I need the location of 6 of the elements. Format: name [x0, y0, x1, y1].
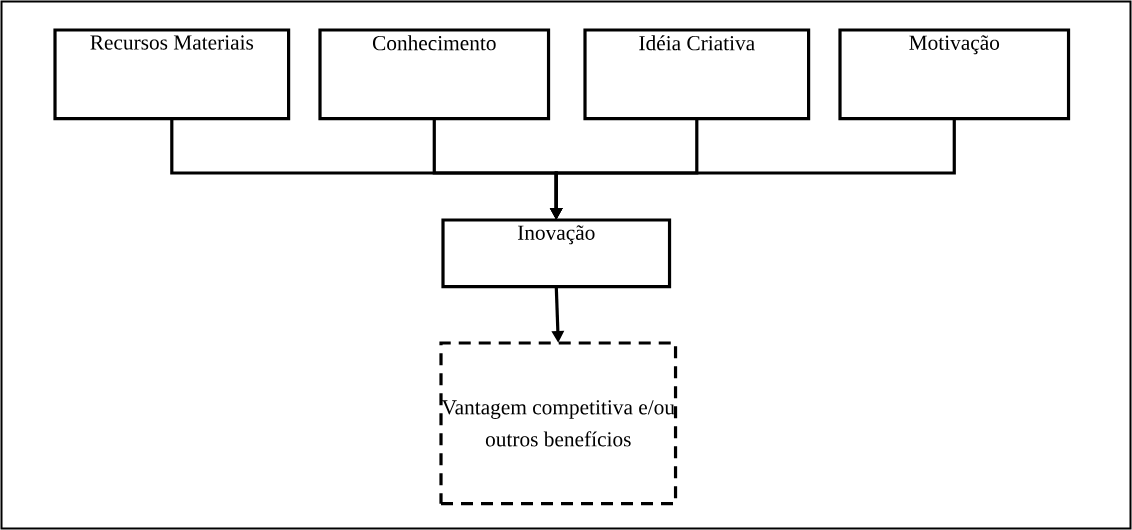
process-box: Motivação [838, 28, 1071, 121]
process-box: Idéia Criativa [583, 28, 811, 121]
process-box: Conhecimento [318, 28, 551, 121]
process-box: Inovação [441, 218, 672, 289]
dashed-box: Vantagem competitiva e/ou outros benefícios [439, 341, 678, 506]
process-box: Recursos Materiais [53, 28, 291, 121]
